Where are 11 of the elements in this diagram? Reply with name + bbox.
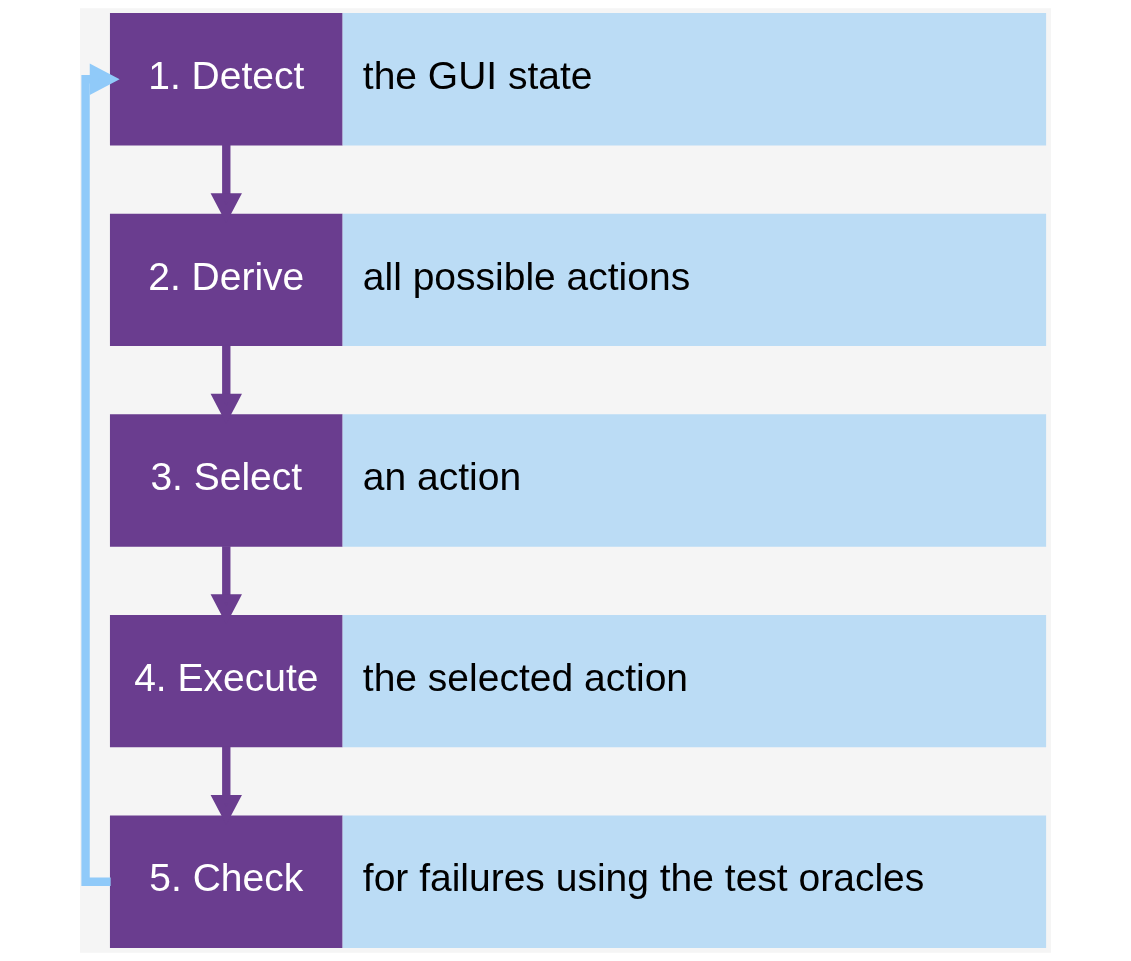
- node-box: the selected action: [342, 614, 1047, 748]
- node-box: 4. Execute: [109, 614, 343, 748]
- node-box: for failures using the test oracles: [342, 815, 1047, 948]
- node-box: an action: [342, 414, 1047, 547]
- node-box: 5. Check: [109, 815, 343, 948]
- node-box: all possible actions: [342, 213, 1047, 347]
- arrow: [81, 63, 120, 886]
- node-box: 3. Select: [109, 414, 343, 547]
- node-box: 1. Detect: [109, 13, 343, 146]
- node-box: 2. Derive: [109, 213, 343, 347]
- node-box: the GUI state: [342, 13, 1047, 146]
